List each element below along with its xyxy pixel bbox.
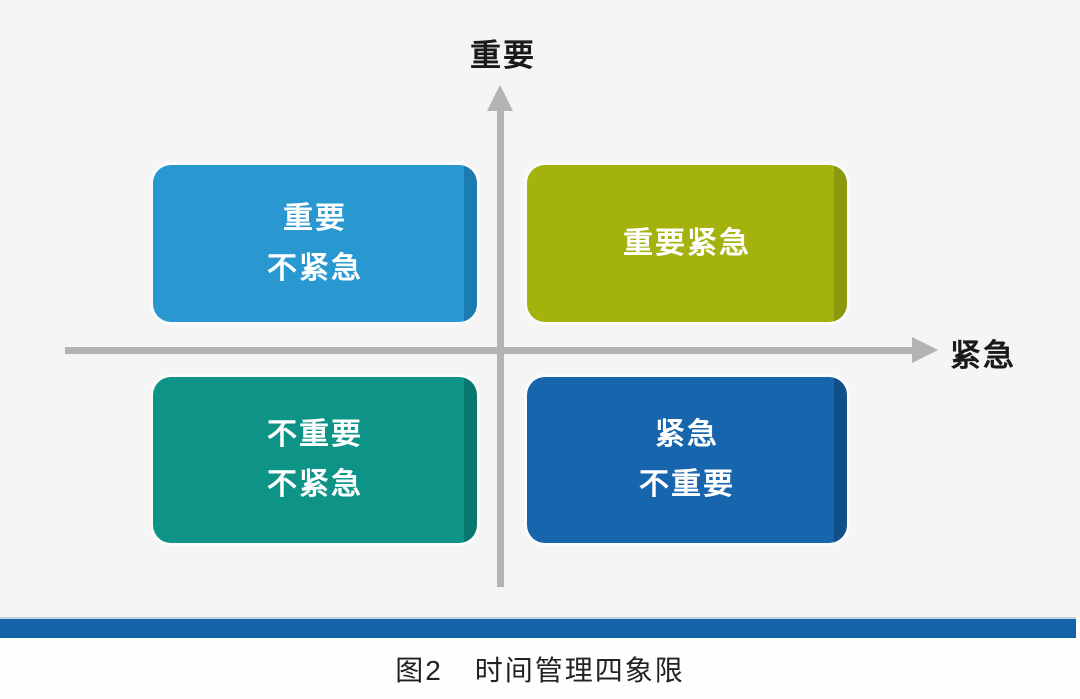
quadrant-label-line: 不紧急: [267, 251, 363, 285]
quadrant-label-line: 重要紧急: [623, 226, 751, 260]
quadrant-label-line: 重要: [283, 201, 347, 235]
x-axis-line: [65, 347, 912, 354]
y-axis-label: 重要: [470, 38, 536, 73]
time-management-quadrant-diagram: 重要 紧急 重要 不紧急 重要紧急 不重要 不紧急 紧急 不重要: [65, 38, 1016, 587]
quadrant-label-line: 不紧急: [267, 468, 363, 501]
figure-caption: 图2 时间管理四象限: [0, 638, 1080, 699]
figure-number: 图2: [395, 654, 443, 686]
x-axis-label: 紧急: [950, 338, 1016, 373]
quadrant-label-line: 不重要: [267, 418, 363, 451]
quadrant-label-line: 不重要: [639, 468, 735, 501]
quadrant-urgent-not-important: 紧急 不重要: [527, 377, 847, 543]
divider-bar: [0, 617, 1076, 638]
y-axis-arrow-icon: [487, 85, 513, 111]
quadrant-important-urgent: 重要紧急: [527, 165, 847, 322]
figure-title: 时间管理四象限: [474, 654, 685, 686]
x-axis-arrow-icon: [912, 337, 938, 363]
quadrant-important-not-urgent: 重要 不紧急: [153, 165, 477, 322]
quadrant-label-line: 紧急: [655, 418, 719, 451]
y-axis-line: [497, 105, 504, 587]
quadrant-not-important-not-urgent: 不重要 不紧急: [153, 377, 477, 543]
